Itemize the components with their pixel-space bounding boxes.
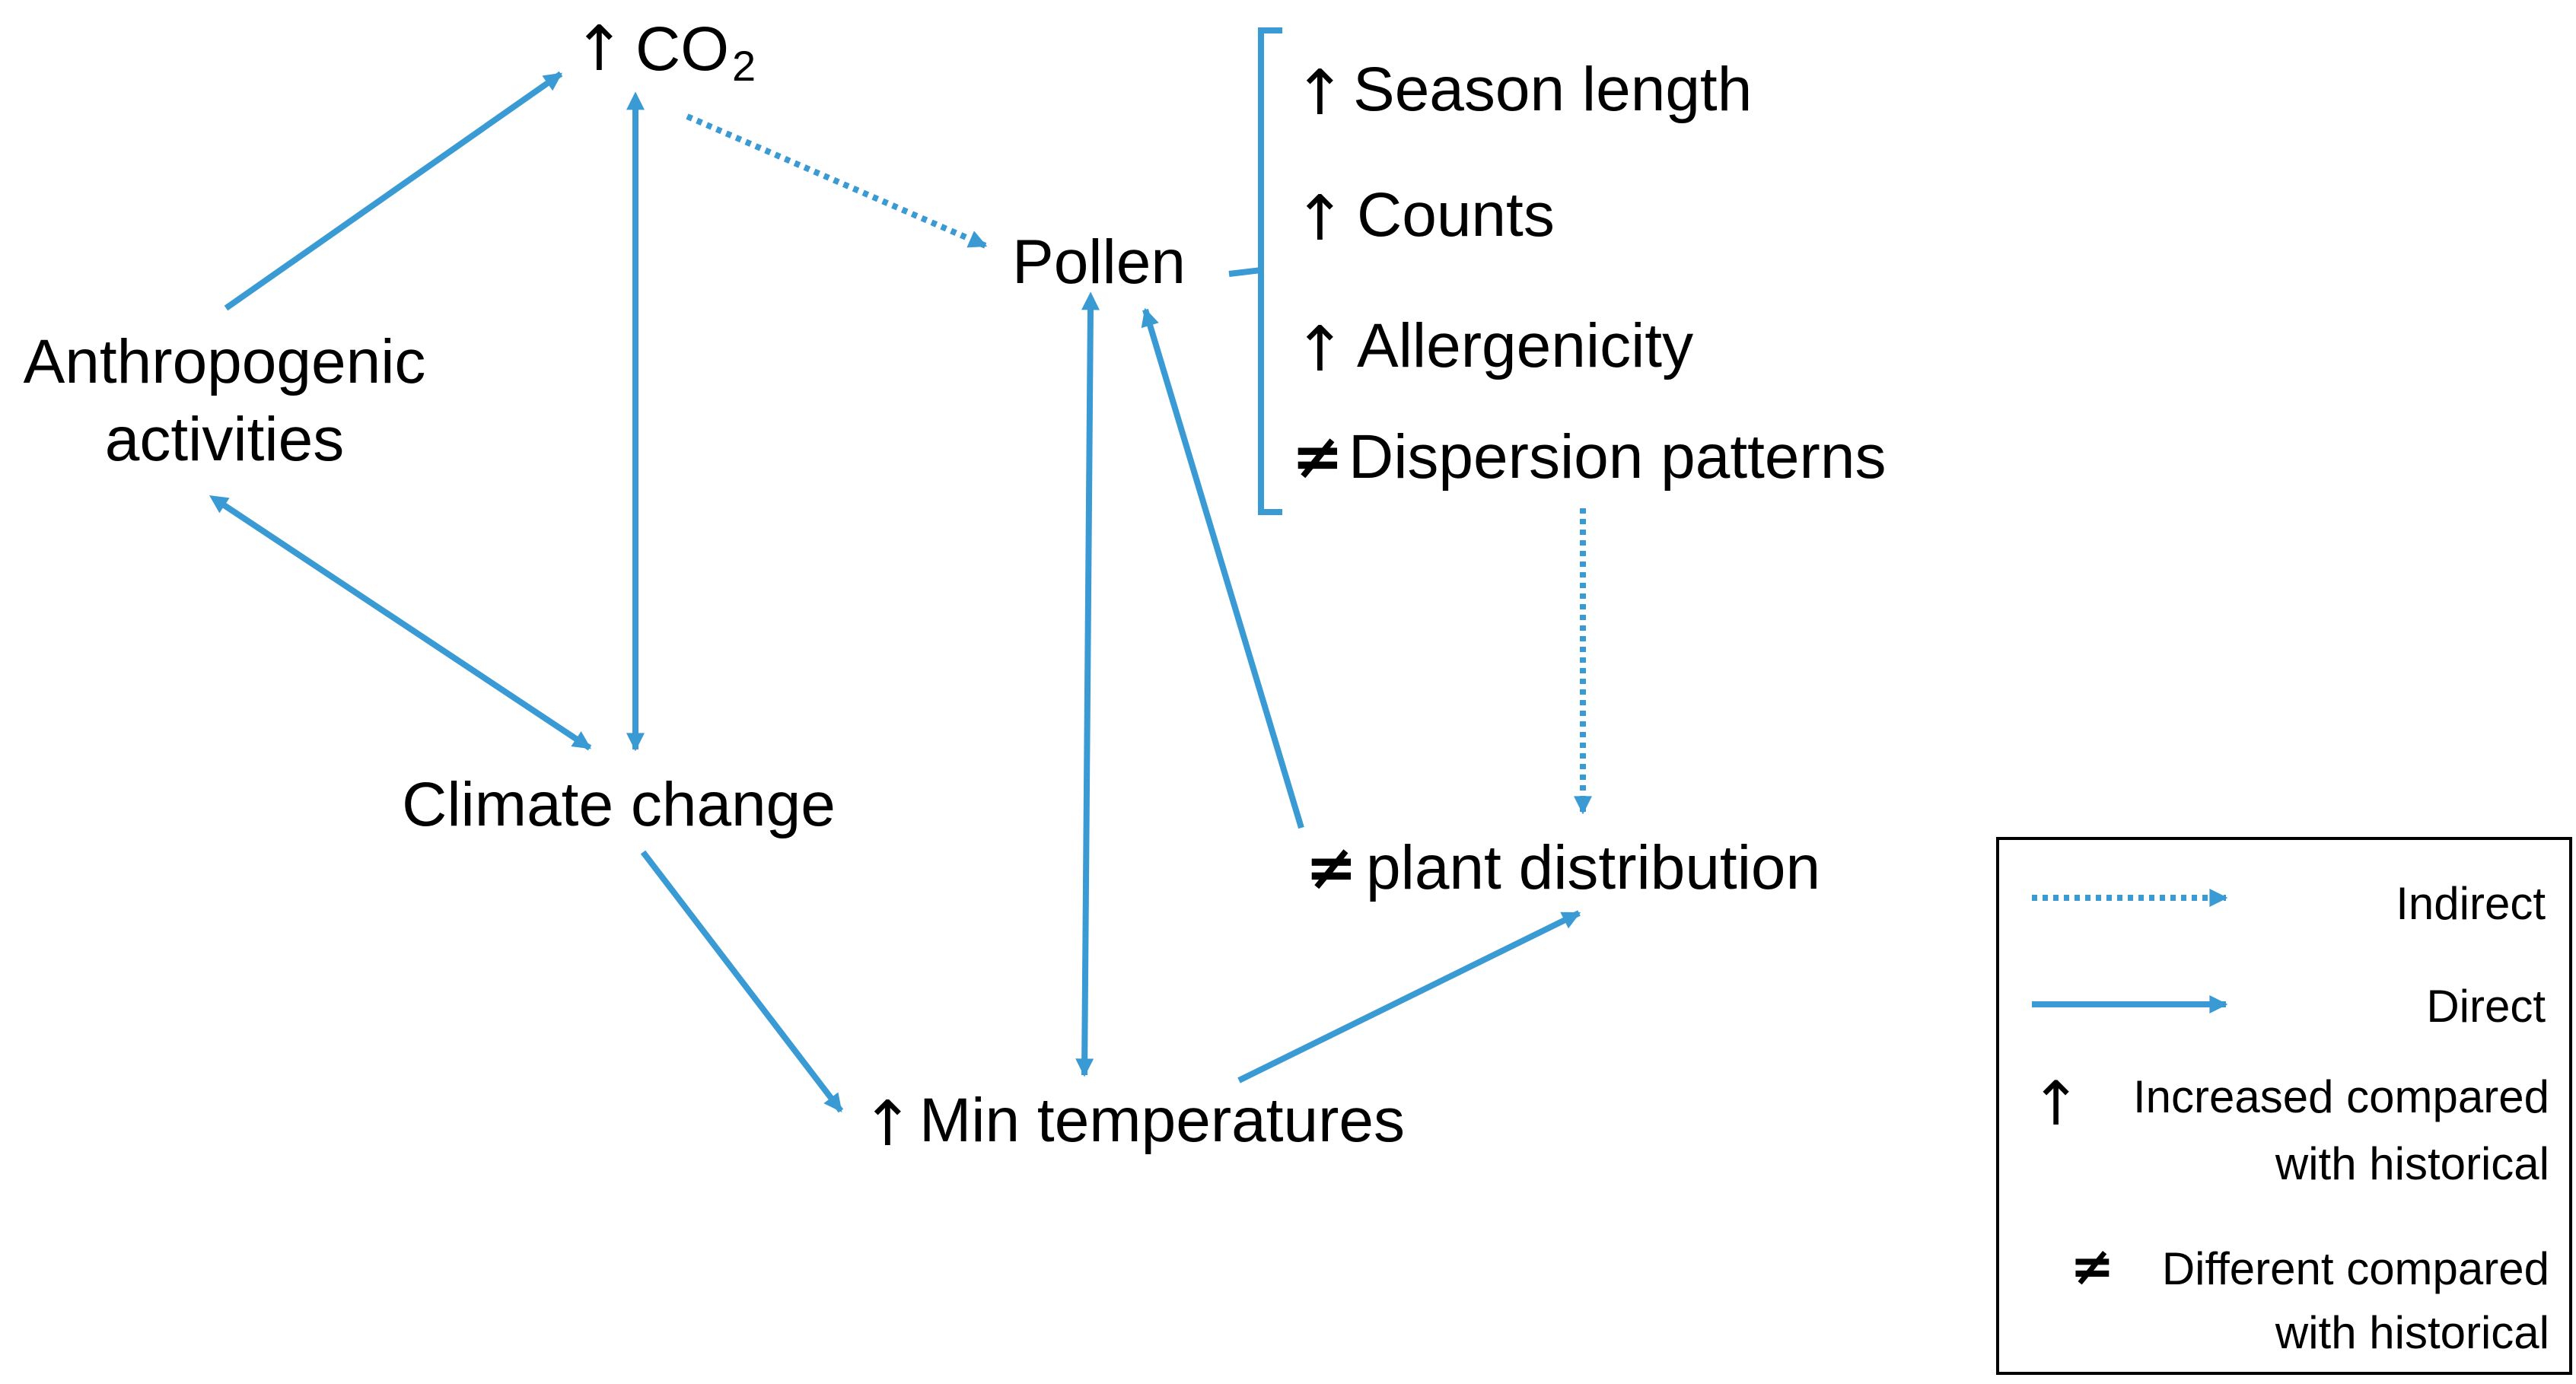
node-co2: ↑ CO 2 bbox=[573, 13, 756, 90]
legend-indirect-label: Indirect bbox=[2396, 878, 2546, 929]
node-anthropogenic-activities: Anthropogenic activities bbox=[24, 327, 426, 474]
node-climate-change: Climate change bbox=[402, 770, 836, 839]
increase-icon: ↑ bbox=[1294, 313, 1346, 386]
increase-icon: ↑ bbox=[2030, 1068, 2081, 1139]
anthropogenic-line1: Anthropogenic bbox=[24, 327, 426, 396]
arrow-anthropogenic-to-co2 bbox=[224, 71, 563, 311]
arrow-pollen-min-temperatures bbox=[1075, 291, 1100, 1077]
min-temperatures-label: Min temperatures bbox=[919, 1086, 1405, 1155]
legend: Indirect Direct ↑ Increased compared wit… bbox=[1996, 837, 2572, 1375]
pollen-effects-bracket bbox=[1228, 27, 1282, 515]
different-icon: ≠ bbox=[1305, 832, 1358, 904]
co2-label: CO bbox=[635, 14, 729, 84]
arrow-plant-distribution-to-pollen bbox=[1141, 307, 1304, 829]
co2-subscript: 2 bbox=[732, 42, 756, 90]
different-icon: ≠ bbox=[2070, 1235, 2115, 1297]
increase-icon: ↑ bbox=[573, 13, 626, 85]
plant-distribution-label: plant distribution bbox=[1366, 833, 1820, 902]
arrow-co2-to-pollen-indirect bbox=[686, 113, 988, 249]
pollen-effects-list: ↑ Season length ↑ Counts ↑ Allergenicity… bbox=[1291, 55, 1886, 493]
increase-icon: ↑ bbox=[1294, 183, 1346, 255]
effect-counts: Counts bbox=[1357, 180, 1555, 250]
effect-dispersion-patterns: Dispersion patterns bbox=[1348, 422, 1886, 492]
arrow-min-temperatures-to-plant-distribution bbox=[1237, 910, 1581, 1083]
node-pollen: Pollen bbox=[1012, 227, 1186, 297]
legend-direct-label: Direct bbox=[2426, 981, 2546, 1032]
legend-different-line1: Different compared bbox=[2162, 1243, 2549, 1294]
effect-season-length: Season length bbox=[1353, 55, 1752, 124]
effect-allergenicity: Allergenicity bbox=[1357, 311, 1693, 380]
different-icon: ≠ bbox=[1291, 421, 1344, 493]
node-plant-distribution: ≠ plant distribution bbox=[1305, 832, 1820, 904]
legend-increased-line2: with historical bbox=[2275, 1138, 2549, 1189]
legend-increased-line1: Increased compared bbox=[2133, 1071, 2549, 1122]
legend-different-line2: with historical bbox=[2275, 1307, 2549, 1358]
anthropogenic-line2: activities bbox=[105, 405, 344, 474]
increase-icon: ↑ bbox=[1294, 57, 1346, 129]
legend-box bbox=[1996, 837, 2572, 1375]
arrow-climate-change-to-min-temperatures bbox=[640, 850, 844, 1113]
arrow-anthropogenic-climate-change bbox=[209, 495, 592, 751]
increase-icon: ↑ bbox=[861, 1088, 914, 1160]
node-min-temperatures: ↑ Min temperatures bbox=[861, 1086, 1405, 1160]
